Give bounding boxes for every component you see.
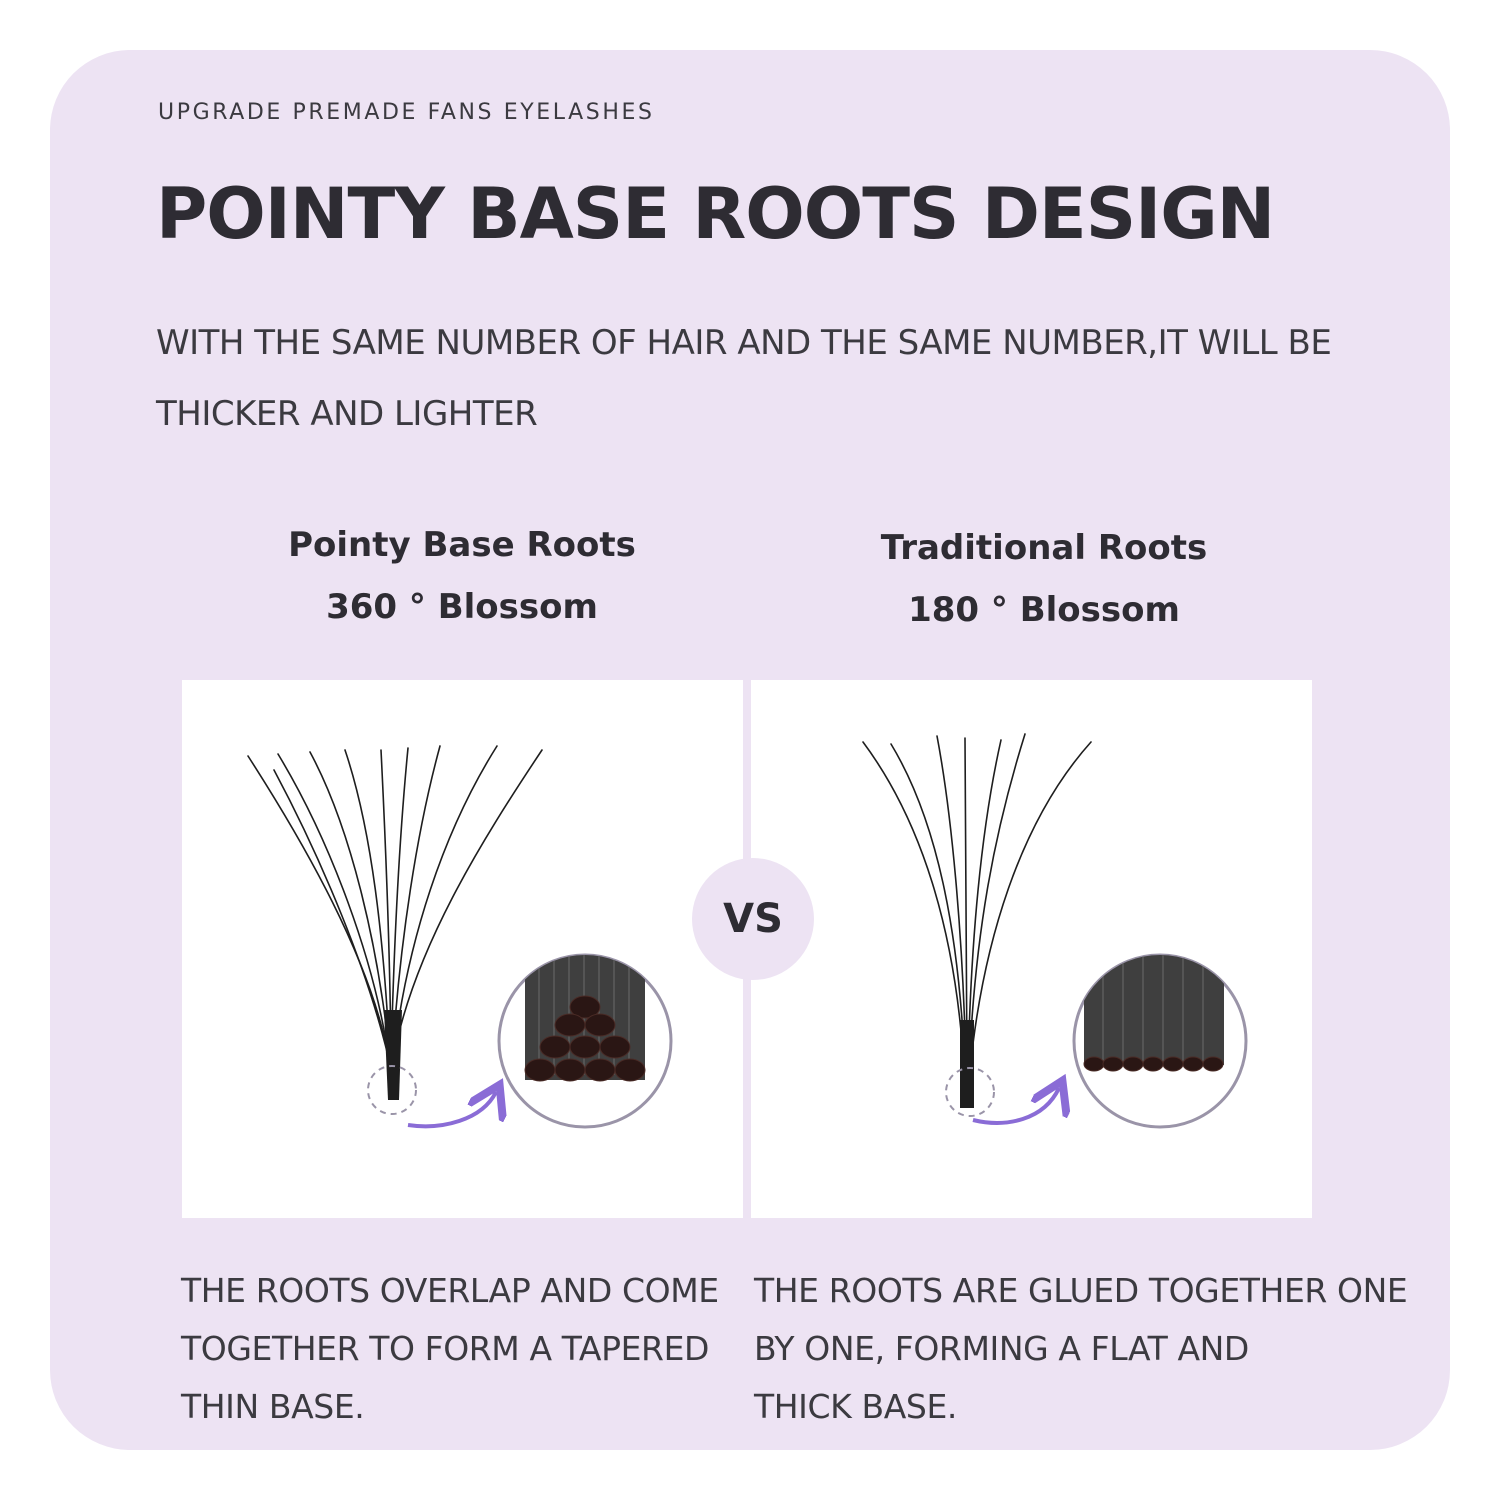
left-description: THE ROOTS OVERLAP AND COME TOGETHER TO F…	[181, 1262, 719, 1436]
pointy-roots-illustration	[247, 745, 673, 1129]
right-column-heading: Traditional Roots 180 ° Blossom	[784, 517, 1304, 641]
right-description-line: BY ONE, FORMING A FLAT AND	[754, 1329, 1249, 1368]
zoom-spot-icon	[367, 1065, 417, 1115]
right-description: THE ROOTS ARE GLUED TOGETHER ONE BY ONE,…	[754, 1262, 1408, 1436]
zoom-spot-icon	[945, 1067, 995, 1117]
traditional-roots-illustration	[862, 733, 1248, 1129]
right-heading: Traditional Roots	[880, 528, 1208, 568]
vs-badge: VS	[692, 858, 814, 980]
right-description-line: THE ROOTS ARE GLUED TOGETHER ONE	[754, 1271, 1408, 1310]
magnified-traditional-roots-icon	[1072, 953, 1248, 1129]
arrow-icon	[972, 1088, 1059, 1125]
traditional-roots-panel	[751, 680, 1312, 1218]
left-description-line: THE ROOTS OVERLAP AND COME	[181, 1271, 719, 1310]
arrow-icon	[407, 1092, 496, 1129]
page-title: POINTY BASE ROOTS DESIGN	[156, 173, 1275, 255]
pointy-roots-panel	[182, 680, 743, 1218]
magnified-pointy-roots-icon	[497, 953, 673, 1129]
right-description-line: THICK BASE.	[754, 1387, 957, 1426]
flat-root-icon	[960, 1020, 974, 1108]
left-subheading: 360 ° Blossom	[326, 587, 598, 627]
right-subheading: 180 ° Blossom	[908, 590, 1180, 630]
left-description-line: TOGETHER TO FORM A TAPERED	[181, 1329, 710, 1368]
left-description-line: THIN BASE.	[181, 1387, 365, 1426]
tapered-root-icon	[384, 1010, 402, 1100]
lash-fan-icon	[862, 733, 1092, 1071]
subtitle-text: WITH THE SAME NUMBER OF HAIR AND THE SAM…	[156, 323, 1332, 434]
left-heading: Pointy Base Roots	[288, 525, 636, 565]
left-column-heading: Pointy Base Roots 360 ° Blossom	[202, 514, 722, 638]
eyebrow-text: UPGRADE PREMADE FANS EYELASHES	[158, 100, 655, 125]
